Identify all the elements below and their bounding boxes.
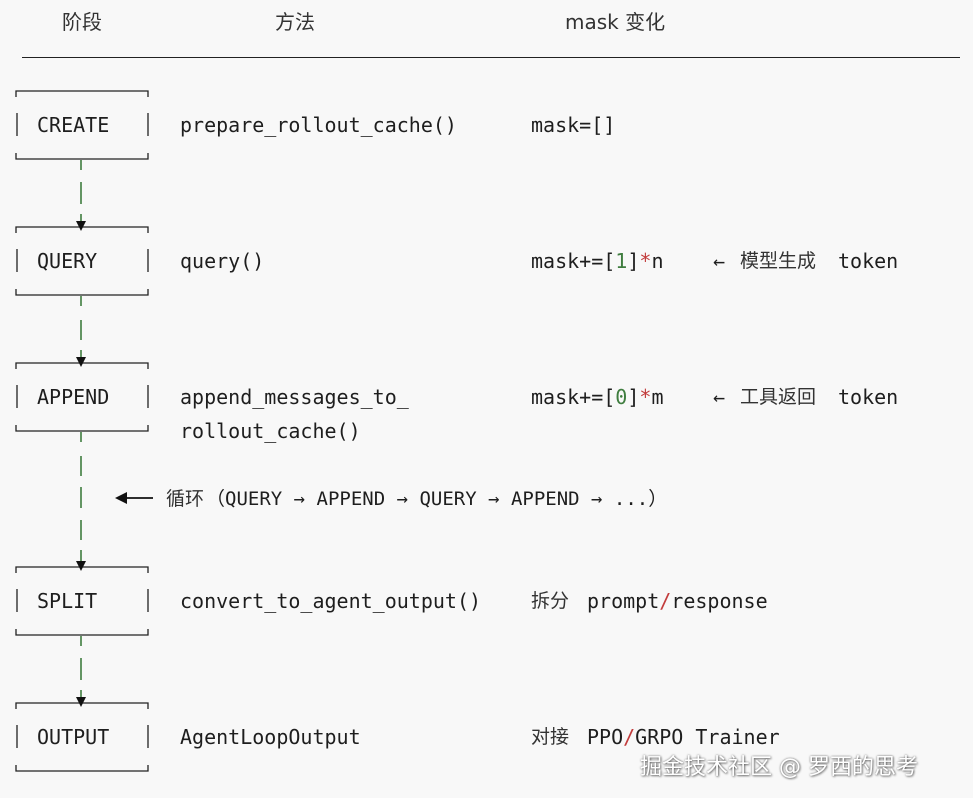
- note-split-token: prompt/response: [587, 589, 768, 613]
- note-append-text: 工具返回: [740, 386, 817, 408]
- method-split: convert_to_agent_output(): [180, 589, 482, 613]
- mask-append-var: m: [651, 385, 664, 409]
- note-append-arrow: ←: [713, 385, 726, 409]
- mask-create: mask=[]: [531, 113, 616, 137]
- mask-query: mask+=[1]*n: [531, 249, 663, 273]
- loop-label: 循环: [166, 488, 205, 510]
- stage-name-append: APPEND: [37, 385, 110, 409]
- mask-query-suffix: ]: [627, 249, 640, 273]
- mask-query-star: *: [639, 249, 652, 273]
- stage-name-create: CREATE: [37, 113, 110, 137]
- stage-name-output: OUTPUT: [37, 725, 110, 749]
- note-append-token: token: [838, 385, 899, 409]
- header-mask-change: mask 变化: [565, 10, 666, 34]
- loop-sequence: （QUERY → APPEND → QUERY → APPEND → ...）: [206, 488, 668, 510]
- mask-append-star: *: [639, 385, 652, 409]
- mask-query-var: n: [651, 249, 664, 273]
- slash-separator: /: [659, 589, 672, 613]
- note-output-token: PPO/GRPO Trainer: [587, 725, 780, 749]
- slash-separator: /: [623, 725, 636, 749]
- method-query: query(): [180, 249, 265, 273]
- header-stage: 阶段: [62, 10, 102, 34]
- note-query-arrow: ←: [713, 249, 726, 273]
- watermark: 掘金技术社区 @ 罗西的思考: [640, 755, 918, 780]
- connector-arrowheads: [76, 221, 86, 707]
- method-output: AgentLoopOutput: [180, 725, 361, 749]
- mask-append-prefix: mask+=[: [531, 385, 616, 409]
- stage-box-create: [15, 90, 149, 160]
- note-split-text: 拆分: [531, 590, 570, 612]
- note-query-token: token: [838, 249, 899, 273]
- mask-append-suffix: ]: [627, 385, 640, 409]
- mask-query-prefix: mask+=[: [531, 249, 616, 273]
- method-append-line2: rollout_cache(): [180, 419, 361, 443]
- method-append: append_messages_to_: [180, 385, 409, 409]
- header-method: 方法: [275, 10, 315, 34]
- stage-name-split: SPLIT: [37, 589, 98, 613]
- mask-query-digit: 1: [615, 249, 628, 273]
- mask-append-digit: 0: [615, 385, 628, 409]
- note-output-text: 对接: [531, 726, 570, 748]
- mask-append: mask+=[0]*m: [531, 385, 663, 409]
- header-divider: [22, 57, 960, 58]
- note-query-text: 模型生成: [740, 250, 817, 272]
- stage-box-append: [15, 362, 149, 432]
- loop-arrow-icon: [115, 492, 153, 504]
- stage-name-query: QUERY: [37, 249, 98, 273]
- method-create: prepare_rollout_cache(): [180, 113, 457, 137]
